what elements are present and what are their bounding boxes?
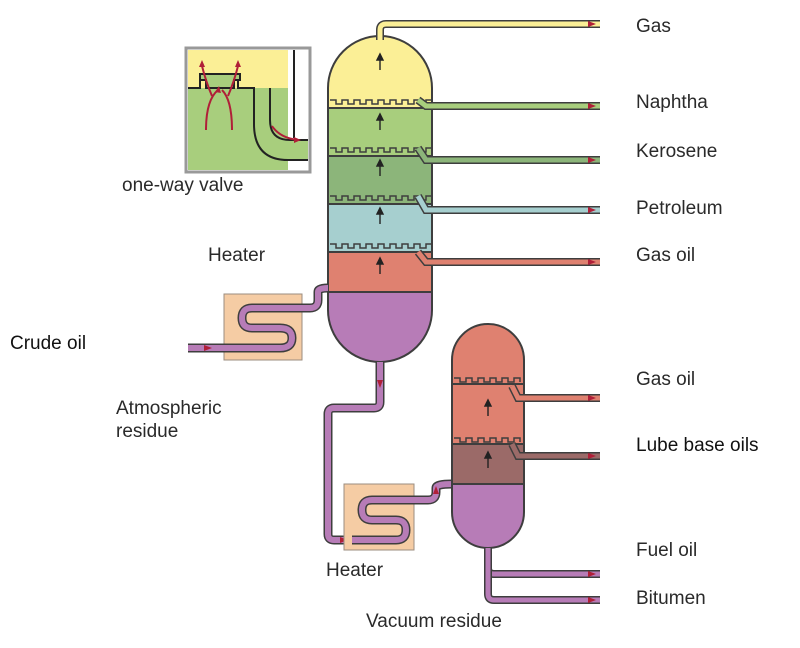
crude-oil-label: Crude oil	[10, 333, 87, 354]
column2-product-pipes	[484, 384, 600, 604]
column1-tray-1	[330, 99, 433, 105]
column1-tray-3	[330, 195, 433, 201]
product-label-lube-base-oils: Lube base oils	[636, 435, 759, 456]
column2-tray-1	[454, 377, 521, 383]
column2-vapour-arrows	[483, 398, 493, 468]
column2-residue-section	[451, 483, 525, 549]
column1-tray-4	[330, 243, 433, 249]
column1-product-pipes	[376, 20, 600, 266]
column2-gasoil-section	[451, 323, 525, 385]
product-label-gas-oil-1: Gas oil	[636, 245, 696, 266]
column1-residue-section	[327, 291, 433, 363]
one-way-valve-label: one-way valve	[122, 175, 244, 196]
crude-feed-arrow	[204, 345, 212, 351]
column1-output-arrows	[588, 21, 596, 265]
atmospheric-residue-label-line1: Atmospheric	[116, 398, 222, 419]
vacuum-residue-label: Vacuum residue	[366, 611, 502, 632]
heater-label-bottom: Heater	[326, 560, 384, 581]
one-way-valve-inset	[184, 46, 312, 174]
atmospheric-residue-pipe	[323, 362, 385, 545]
distillation-column-2	[451, 323, 525, 549]
column1-vapour-arrows	[375, 52, 385, 274]
product-label-naphtha: Naphtha	[636, 92, 708, 113]
column2-tray-2	[454, 437, 521, 443]
column2-output-arrows	[588, 395, 596, 603]
atmospheric-residue-label-line2: residue	[116, 421, 179, 442]
column1-tray-2	[330, 147, 433, 153]
heater-label-top: Heater	[208, 245, 266, 266]
product-label-gas-oil-2: Gas oil	[636, 369, 696, 390]
column1-gas-section	[327, 35, 433, 109]
heater-1	[188, 283, 329, 361]
product-label-kerosene: Kerosene	[636, 141, 718, 162]
product-label-petroleum: Petroleum	[636, 198, 723, 219]
product-label-fuel-oil: Fuel oil	[636, 540, 698, 561]
distillation-column-1	[327, 35, 433, 363]
product-label-gas: Gas	[636, 16, 671, 37]
product-label-bitumen: Bitumen	[636, 588, 706, 609]
heater-2	[343, 479, 453, 551]
